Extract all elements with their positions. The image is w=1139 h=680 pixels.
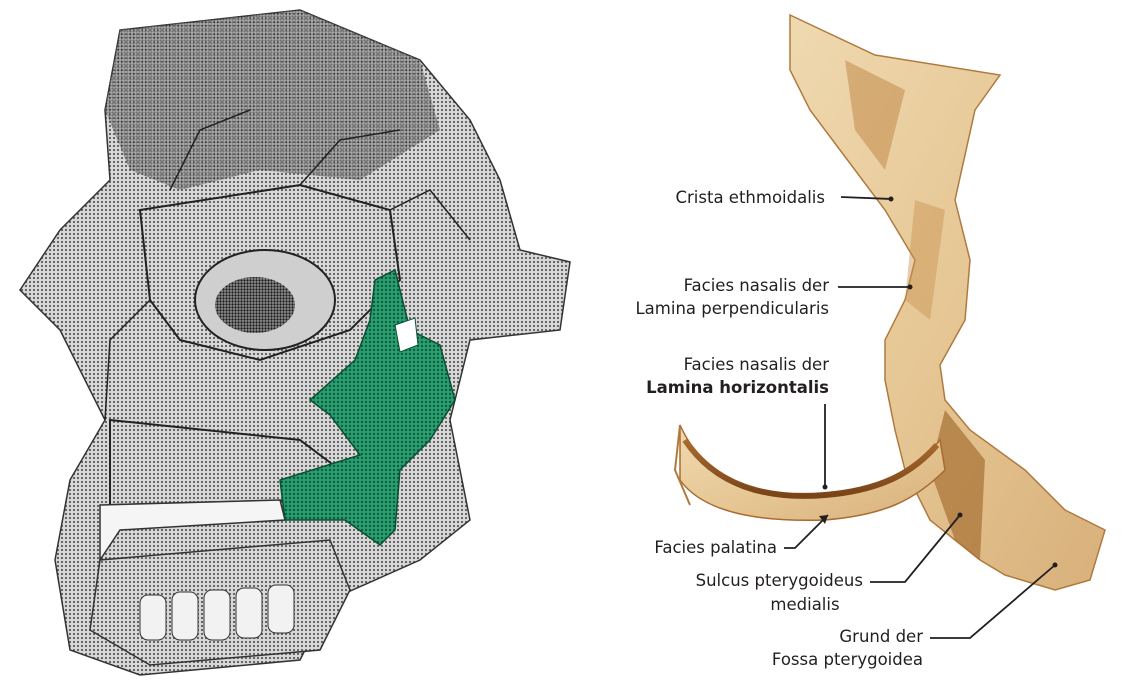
label-crista-ethmoidalis: Crista ethmoidalis <box>585 187 825 209</box>
label-grund-line1: Grund der <box>585 626 923 648</box>
label-facies-nasalis-perp-line1: Facies nasalis der <box>585 275 829 297</box>
label-facies-nasalis-horiz-line1: Facies nasalis der <box>585 354 829 376</box>
label-sulcus-line2: medialis <box>745 594 865 616</box>
label-sulcus-line1: Sulcus pterygoideus <box>585 570 863 592</box>
label-facies-nasalis-perp-line2: Lamina perpendicularis <box>585 298 829 320</box>
label-facies-nasalis-horiz-line2: Lamina horizontalis <box>585 377 829 399</box>
skull-illustration <box>0 0 575 680</box>
palatine-bone-figure: Crista ethmoidalis Facies nasalis der La… <box>585 0 1139 680</box>
label-grund-line2: Fossa pterygoidea <box>585 649 923 671</box>
skull-sagittal-illustration <box>0 0 575 680</box>
label-facies-palatina: Facies palatina <box>585 537 777 559</box>
